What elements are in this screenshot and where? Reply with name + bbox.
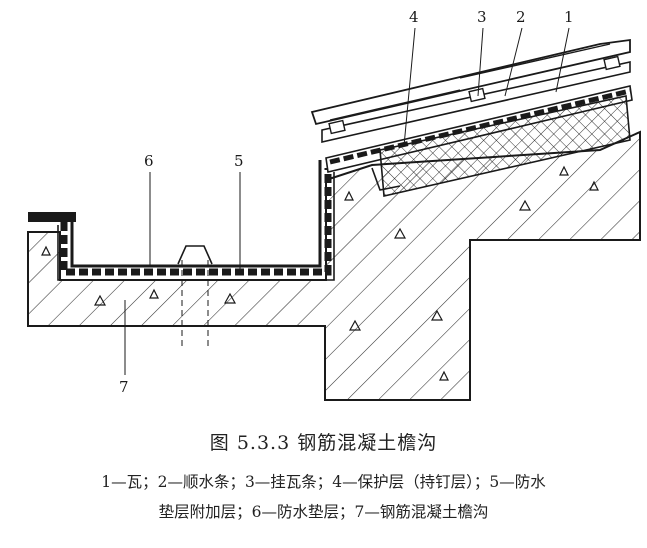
- reference-lines: [181, 260, 209, 350]
- counter-batten: [321, 61, 631, 144]
- drip-edge: [371, 167, 401, 191]
- callout-1: 1: [564, 8, 574, 26]
- figure-title: 图 5.3.3 钢筋混凝土檐沟: [209, 432, 438, 454]
- gutter-inner-face: [57, 172, 335, 281]
- aggregate-marks: [41, 165, 599, 381]
- underlayment-additional-layer: [60, 168, 332, 276]
- gutter-section-diagram: 1 2 3 4 6 5 7: [27, 8, 641, 401]
- roof-slope-layers: [310, 38, 633, 197]
- callout-6: 6: [144, 152, 154, 170]
- gutter-ridge: [177, 245, 213, 265]
- callout-leaders: [124, 27, 570, 375]
- legend-line-2: 垫层附加层；6—防水垫层；7—钢筋混凝土檐沟: [158, 503, 489, 521]
- callout-4: 4: [409, 8, 419, 26]
- callout-3: 3: [477, 8, 487, 26]
- legend-line-1: 1—瓦；2—顺水条；3—挂瓦条；4—保护层（持钉层）；5—防水: [101, 473, 546, 491]
- callout-2: 2: [516, 8, 526, 26]
- insulation-layer: [379, 95, 631, 197]
- callout-7: 7: [119, 378, 129, 396]
- roof-tiles: [310, 38, 631, 126]
- gutter-rim: [28, 212, 76, 222]
- callout-5: 5: [234, 152, 244, 170]
